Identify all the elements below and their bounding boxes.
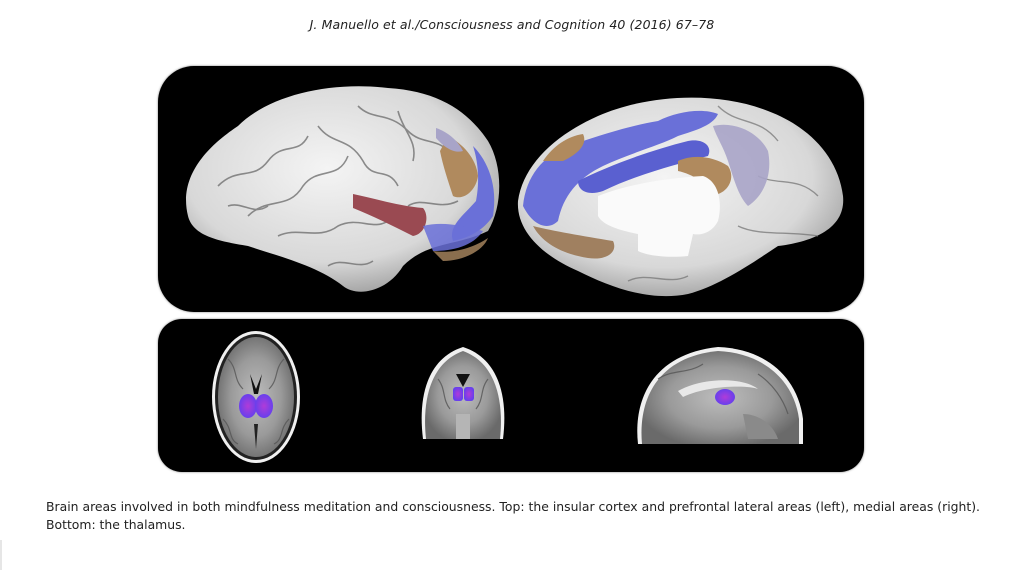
running-head: J. Manuello et al./Consciousness and Cog… <box>309 17 715 32</box>
axial-slice <box>212 331 300 463</box>
medial-brain-view <box>517 97 844 297</box>
lateral-brain-view <box>186 86 500 292</box>
figure-bottom-panel <box>158 319 864 472</box>
brain-surfaces-illustration <box>186 86 844 297</box>
page-edge-mark <box>0 540 2 570</box>
figure-top-panel <box>158 66 864 312</box>
coronal-slice <box>421 347 505 439</box>
figure-caption: Brain areas involved in both mindfulness… <box>46 499 980 532</box>
mri-slices-illustration <box>212 331 803 463</box>
sagittal-slice <box>637 347 803 444</box>
